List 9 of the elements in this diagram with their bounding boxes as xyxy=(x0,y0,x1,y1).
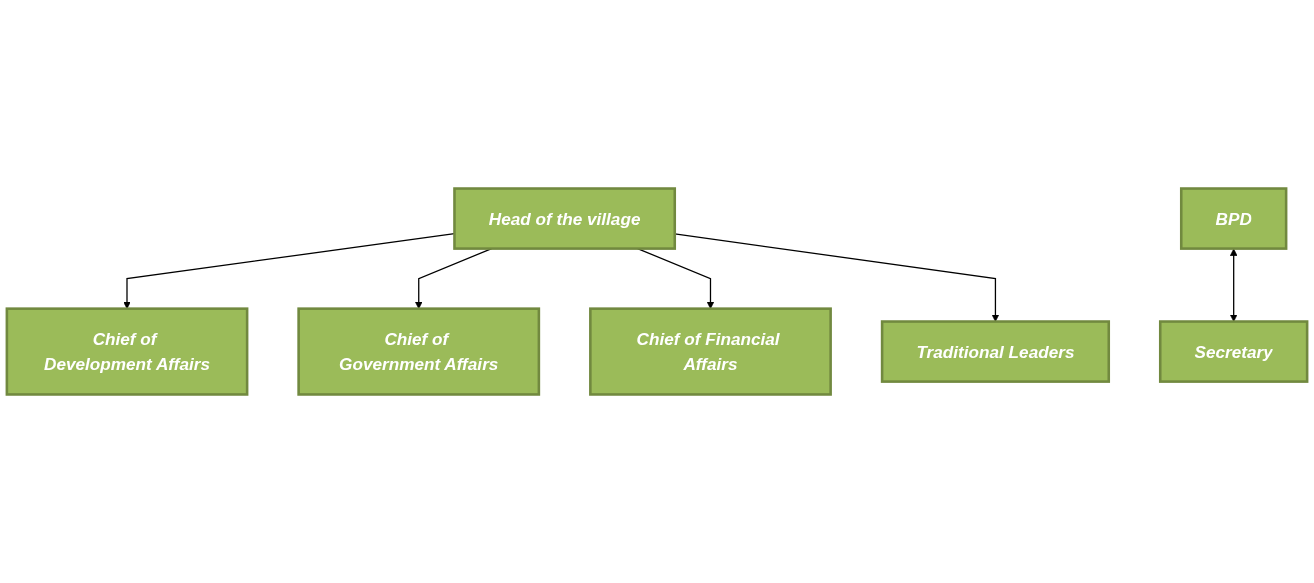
node-box: Secretary xyxy=(1158,320,1309,383)
node-box: Chief of Financial Affairs xyxy=(589,307,832,396)
node-box: Chief of Government Affairs xyxy=(297,307,541,396)
arrow xyxy=(674,233,1000,322)
node-box: BPD xyxy=(1179,187,1288,250)
node-box: Chief of Development Affairs xyxy=(5,307,249,396)
node-box: Traditional Leaders xyxy=(880,320,1111,383)
node-box: Head of the village xyxy=(453,187,677,250)
arrow xyxy=(1229,248,1238,322)
